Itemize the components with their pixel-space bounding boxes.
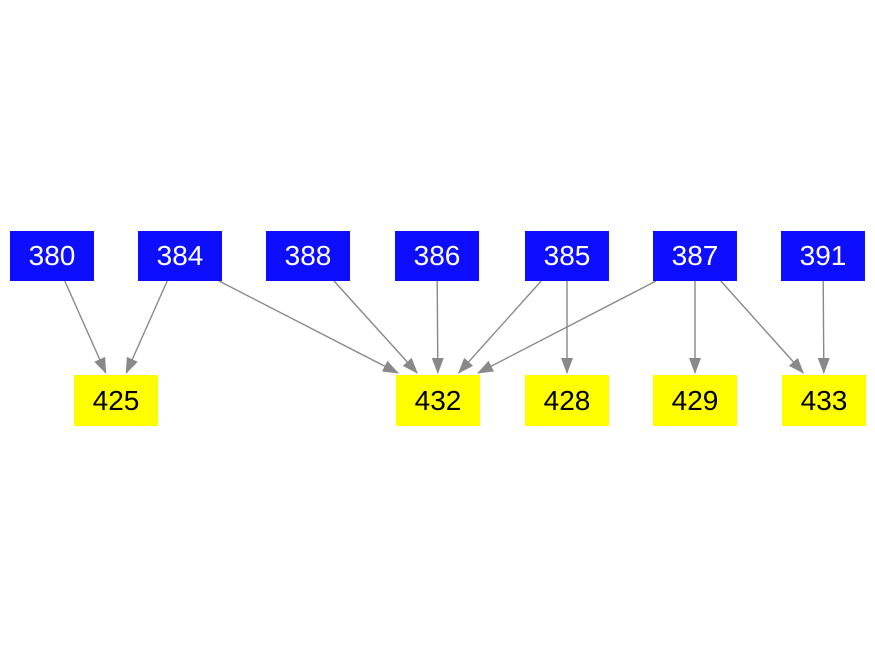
node-387: 387 — [653, 231, 737, 281]
edge-380-425 — [64, 280, 107, 374]
edge-388-432 — [333, 280, 418, 374]
edge-385-432 — [457, 280, 542, 374]
node-388: 388 — [266, 231, 350, 281]
node-386: 386 — [395, 231, 479, 281]
node-380: 380 — [10, 231, 94, 281]
node-433: 433 — [782, 375, 866, 426]
edge-391-433 — [817, 280, 830, 374]
edge-387-432 — [477, 280, 657, 374]
edge-384-425 — [125, 280, 168, 374]
node-428: 428 — [525, 375, 609, 426]
edge-387-433 — [720, 280, 805, 374]
edge-386-432 — [431, 280, 444, 374]
node-432: 432 — [396, 375, 480, 426]
node-384: 384 — [138, 231, 222, 281]
node-429: 429 — [653, 375, 737, 426]
node-391: 391 — [781, 231, 865, 281]
edge-384-432 — [218, 280, 399, 374]
node-385: 385 — [525, 231, 609, 281]
node-425: 425 — [74, 375, 158, 426]
